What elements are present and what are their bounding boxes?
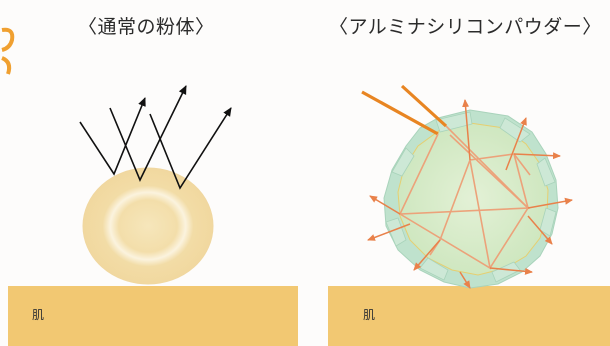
alumina-powder-group xyxy=(361,84,573,289)
incident-light-ray xyxy=(361,90,439,136)
reflection-arrows xyxy=(79,85,232,190)
skin-layer-left: 肌 xyxy=(8,286,298,346)
scattered-light-arrow xyxy=(513,152,561,160)
scattered-light-arrow xyxy=(489,267,533,275)
normal-powder-title: 〈通常の粉体〉 xyxy=(78,16,215,38)
skin-label-right: 肌 xyxy=(363,308,376,322)
scattered-light-arrow xyxy=(527,197,573,209)
incident-light-rays xyxy=(361,84,448,136)
scatter-arrows xyxy=(367,99,573,289)
scattered-light-arrow xyxy=(413,239,441,271)
reflected-light-ray xyxy=(79,97,146,176)
skin-layer-right: 肌 xyxy=(328,286,610,346)
scattered-light-arrow xyxy=(367,223,411,241)
scattered-light-arrow xyxy=(462,99,471,161)
skin-label-left: 肌 xyxy=(32,308,45,322)
reflected-light-ray xyxy=(109,85,187,182)
scattered-light-arrow xyxy=(459,271,471,289)
normal-powder-particle xyxy=(82,167,214,285)
scattered-light-arrow xyxy=(369,195,401,215)
alumina-plates xyxy=(385,111,557,283)
normal-powder-group xyxy=(79,85,232,285)
scattered-light-arrow xyxy=(527,215,553,245)
decorative-orange-glyph xyxy=(1,27,15,75)
scattered-light-arrow xyxy=(505,117,527,171)
incident-light-ray xyxy=(400,84,448,128)
reflected-light-ray xyxy=(149,107,232,190)
alumina-silicon-powder-title: 〈アルミナシリコンパウダー〉 xyxy=(329,16,602,38)
